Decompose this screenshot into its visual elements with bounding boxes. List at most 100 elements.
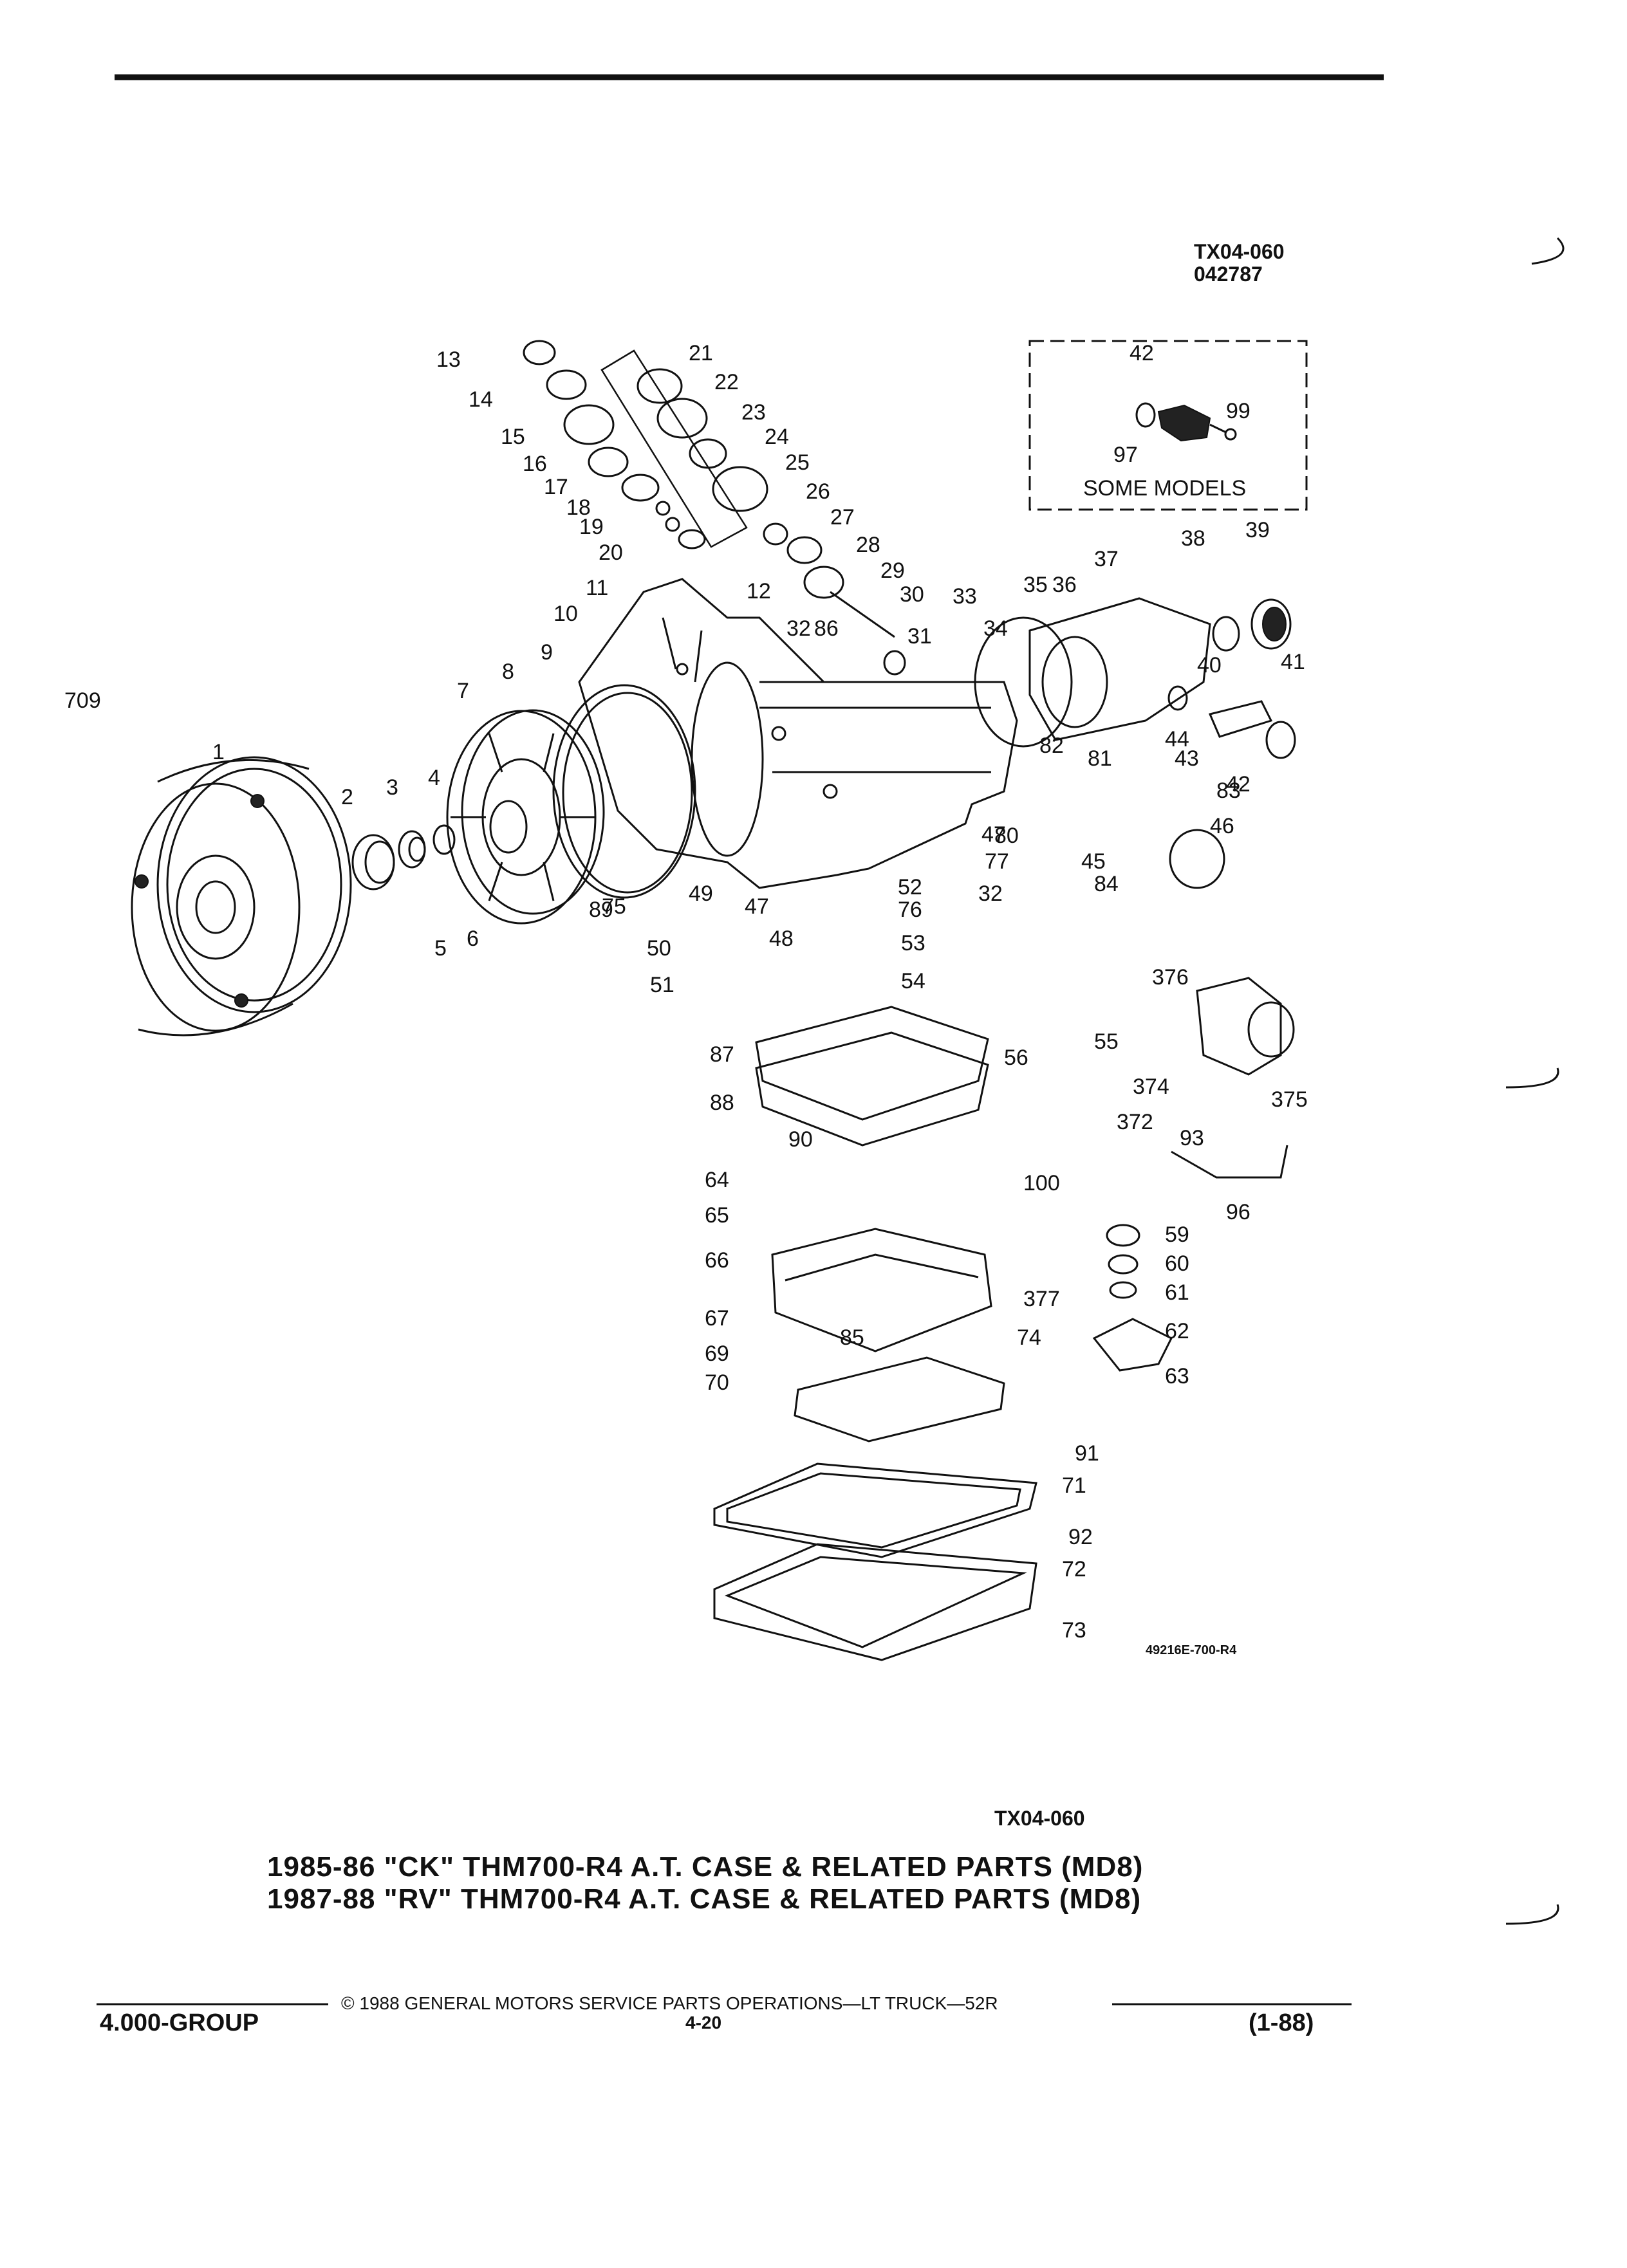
footer-page: 4-20 <box>685 2013 722 2033</box>
callout-label: 6 <box>467 927 479 951</box>
callout-label: 376 <box>1152 965 1189 990</box>
callout-label: 73 <box>1062 1618 1086 1643</box>
transmission-case <box>578 578 1018 889</box>
oil-pan <box>713 1543 1037 1661</box>
callout-label: 372 <box>1117 1110 1153 1134</box>
oil-filter <box>794 1356 1005 1443</box>
callout-label: 50 <box>647 936 671 961</box>
pan-gasket <box>713 1462 1037 1558</box>
callout-label: 48 <box>769 927 794 951</box>
callout-label: 80 <box>994 824 1019 848</box>
callout-label: 71 <box>1062 1473 1086 1498</box>
callout-label: 22 <box>714 370 739 394</box>
callout-label: 65 <box>705 1203 729 1228</box>
callout-label: 5 <box>434 936 447 961</box>
callout-label: 14 <box>469 387 493 412</box>
callout-label: 28 <box>856 533 880 557</box>
callout-label: 85 <box>840 1325 864 1350</box>
callout-label: 26 <box>806 479 830 504</box>
accumulator-stack <box>1092 1224 1173 1372</box>
callout-label: 377 <box>1023 1287 1060 1311</box>
callout-label: 69 <box>705 1341 729 1366</box>
callout-label: 47 <box>745 894 769 919</box>
pump-gasket <box>552 684 696 899</box>
callout-label: 23 <box>741 400 766 425</box>
callout-label: 54 <box>901 969 925 993</box>
callout-label: 32 <box>978 881 1003 906</box>
callout-label: 84 <box>1094 872 1119 896</box>
callout-label: 66 <box>705 1248 729 1273</box>
callout-label: 7 <box>457 679 469 703</box>
callout-label: 44 <box>1165 727 1189 751</box>
callout-label: 64 <box>705 1168 729 1192</box>
valve-body <box>771 1228 992 1352</box>
callout-label: 49 <box>689 881 713 906</box>
caption-line-2: 1987-88 "RV" THM700-R4 A.T. CASE & RELAT… <box>267 1883 1142 1915</box>
callout-label: 89 <box>589 898 613 922</box>
callout-label: 72 <box>1062 1557 1086 1581</box>
callout-label: 11 <box>586 576 608 600</box>
callout-label: 83 <box>1216 779 1241 803</box>
callout-label: 35 <box>1023 573 1048 597</box>
callout-label: 21 <box>689 341 713 365</box>
callout-label: 67 <box>705 1306 729 1331</box>
callout-label: 76 <box>898 898 922 922</box>
speedo-gear <box>1167 685 1296 759</box>
callout-label: 34 <box>983 616 1008 641</box>
callout-label: 375 <box>1271 1087 1308 1112</box>
callout-label: 82 <box>1039 733 1064 758</box>
callout-label: 53 <box>901 931 925 955</box>
inset-part <box>1135 402 1237 442</box>
callout-label: 42 <box>1130 341 1154 365</box>
callout-label: 41 <box>1281 650 1305 674</box>
callout-label: 99 <box>1226 399 1250 423</box>
callout-label: 70 <box>705 1370 729 1395</box>
callout-label: 374 <box>1133 1074 1169 1099</box>
callout-label: 20 <box>599 540 623 565</box>
torque-converter <box>131 756 352 1037</box>
callout-label: 62 <box>1165 1319 1189 1343</box>
callout-label: 74 <box>1017 1325 1041 1350</box>
callout-label: 27 <box>830 505 855 530</box>
callout-label: 93 <box>1180 1126 1204 1150</box>
callout-label: 25 <box>785 450 810 475</box>
callout-label: 45 <box>1081 849 1106 874</box>
inset-caption: SOME MODELS <box>1083 476 1247 501</box>
callout-label: 91 <box>1075 1441 1099 1466</box>
callout-label: 42 <box>1226 772 1250 797</box>
callout-label: 87 <box>710 1042 734 1067</box>
footer-edition: (1-88) <box>1249 2009 1314 2036</box>
callout-label: 97 <box>1113 443 1138 467</box>
callout-label: 55 <box>1094 1029 1119 1054</box>
callout-label: 52 <box>898 875 922 899</box>
wiring-harness <box>1171 1145 1288 1179</box>
solenoid-assembly <box>1196 977 1295 1076</box>
callout-label: 88 <box>710 1091 734 1115</box>
callout-label: 81 <box>1088 746 1112 771</box>
group-bracket <box>600 349 748 548</box>
callout-label: 92 <box>1068 1525 1093 1549</box>
extension-housing <box>974 597 1211 748</box>
callout-label: 40 <box>1197 653 1222 678</box>
front-seals <box>351 824 456 890</box>
drawing-code: 49216E-700-R4 <box>1146 1643 1237 1657</box>
callout-label: 96 <box>1226 1200 1250 1224</box>
doc-code-line-1: TX04-060 <box>1194 240 1285 263</box>
callout-label: 36 <box>1052 573 1077 597</box>
callout-label: 77 <box>985 849 1009 874</box>
callout-label: 31 <box>907 624 932 649</box>
upper-parts-column <box>523 340 906 676</box>
doc-code-line-2: 042787 <box>1194 263 1263 286</box>
callout-label: 10 <box>553 602 578 626</box>
oil-pump <box>446 709 605 925</box>
spacer-plates <box>755 1006 989 1147</box>
callout-label: 19 <box>579 515 604 539</box>
callout-label: 8 <box>502 659 514 684</box>
callout-label: 90 <box>788 1127 813 1152</box>
callout-label: 18 <box>566 495 591 520</box>
callout-label: 37 <box>1094 547 1119 571</box>
callout-label: 39 <box>1245 518 1270 542</box>
